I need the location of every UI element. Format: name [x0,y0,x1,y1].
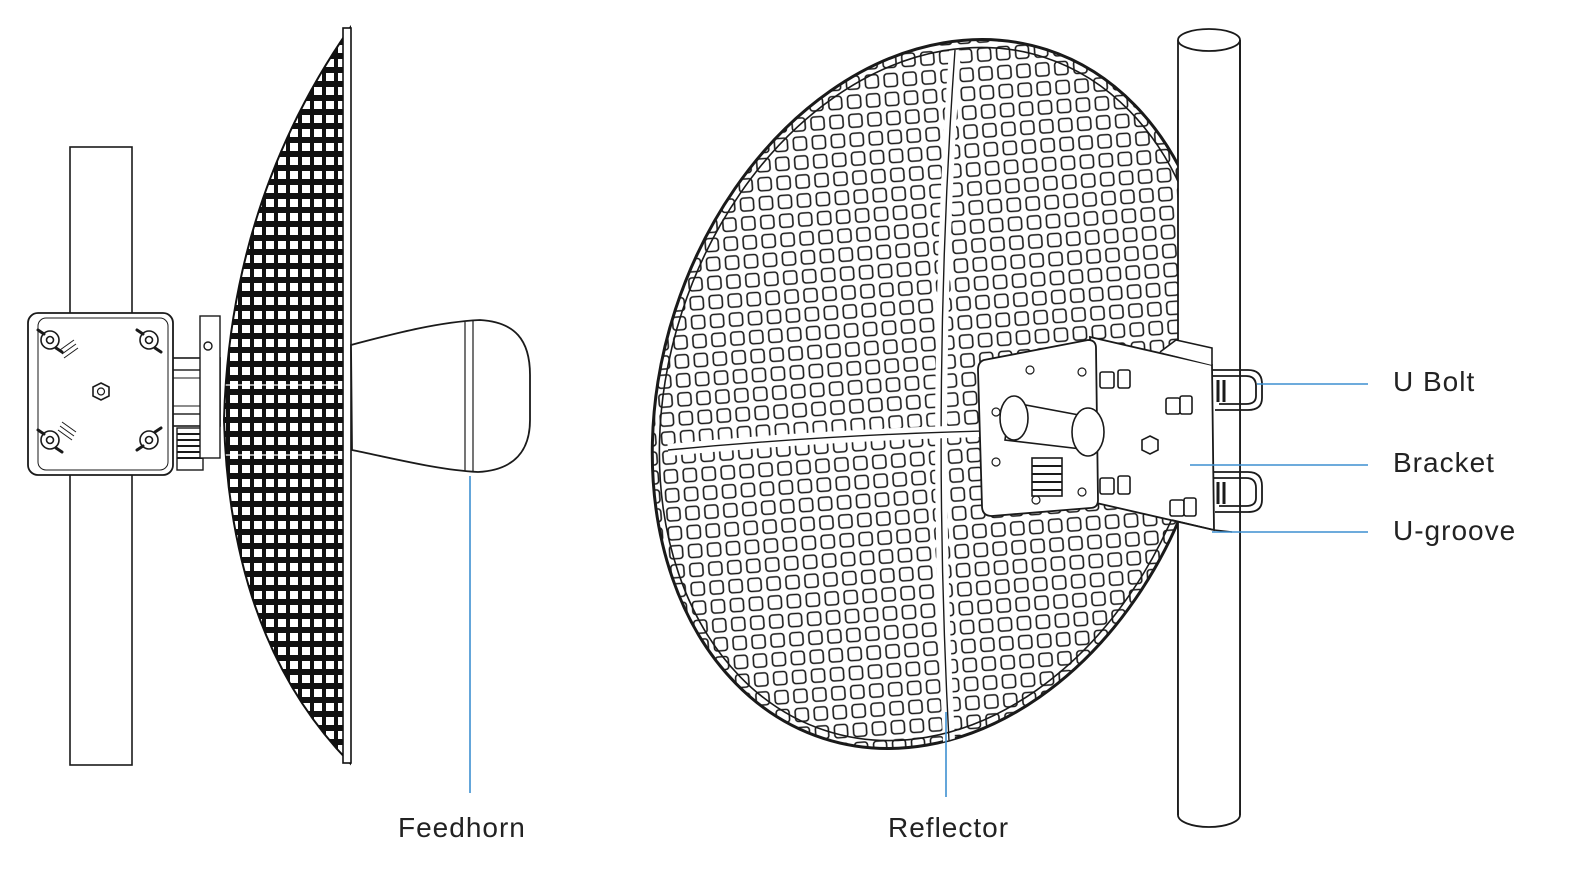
bracket-label: Bracket [1393,447,1495,478]
u-bolt-label: U Bolt [1393,366,1476,397]
bracket-assembly [977,335,1233,533]
u-groove-label: U-groove [1393,515,1517,546]
side-view-antenna [27,24,531,766]
side-reflector [222,24,352,766]
side-bracket-plate [27,312,174,476]
feedhorn-shape [350,319,531,473]
feedhorn-label: Feedhorn [398,812,526,843]
u-bolts [1208,369,1263,513]
leader-lines [469,383,1368,797]
reflector-label: Reflector [888,812,1010,843]
perspective-view-antenna [600,0,1263,828]
